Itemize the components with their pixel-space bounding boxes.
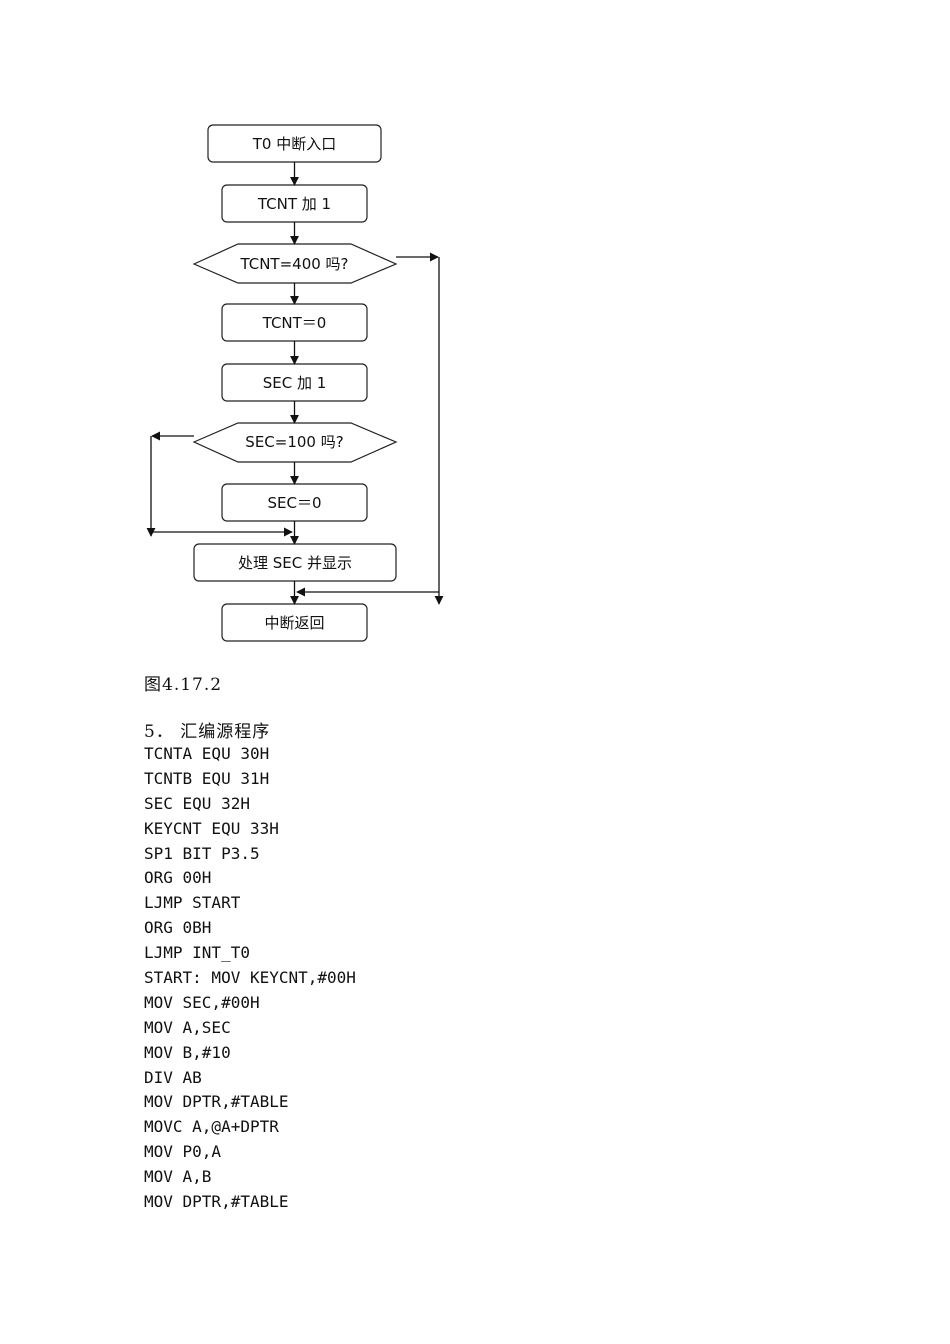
interrupt-flowchart: T0 中断入口 TCNT 加 1 TCNT=400 吗? TCNT＝0 SEC … — [146, 124, 444, 642]
node-inc-sec-label: SEC 加 1 — [263, 374, 327, 392]
assembly-code-listing: TCNTA EQU 30H TCNTB EQU 31H SEC EQU 32H … — [144, 742, 356, 1215]
code-line: TCNTA EQU 30H — [144, 744, 270, 763]
node-return-label: 中断返回 — [264, 614, 324, 632]
node-process: 处理 SEC 并显示 — [193, 543, 397, 582]
node-check-sec-label: SEC=100 吗? — [245, 433, 343, 451]
node-check-sec: SEC=100 吗? — [192, 422, 398, 463]
code-line: START: MOV KEYCNT,#00H — [144, 968, 356, 988]
code-line: MOV A,SEC — [144, 1017, 231, 1037]
code-line: MOV SEC,#00H — [144, 992, 260, 1012]
node-process-label: 处理 SEC 并显示 — [238, 554, 352, 572]
figure-caption: 图4.17.2 — [144, 675, 223, 695]
code-line: SEC EQU 32H — [144, 793, 250, 813]
node-inc-tcnt-label: TCNT 加 1 — [257, 195, 331, 213]
node-reset-sec: SEC＝0 — [221, 483, 368, 522]
code-line: MOVC A,@A+DPTR — [144, 1117, 279, 1137]
node-reset-sec-label: SEC＝0 — [267, 494, 321, 512]
code-line: LJMP INT_T0 — [144, 943, 250, 963]
code-line: MOV DPTR,#TABLE — [144, 1192, 289, 1212]
section-title: 5． 汇编源程序 — [144, 722, 271, 742]
edge-check-tcnt-bypass — [296, 252, 444, 605]
code-line: MOV A,B — [144, 1167, 212, 1187]
node-inc-sec: SEC 加 1 — [221, 363, 368, 402]
node-check-tcnt: TCNT=400 吗? — [192, 243, 398, 284]
node-return: 中断返回 — [221, 603, 368, 642]
code-line: MOV P0,A — [144, 1142, 222, 1162]
node-entry-label: T0 中断入口 — [252, 135, 336, 153]
code-line: ORG 0BH — [144, 918, 212, 938]
node-reset-tcnt-label: TCNT＝0 — [262, 314, 327, 332]
node-inc-tcnt: TCNT 加 1 — [221, 184, 368, 223]
node-reset-tcnt: TCNT＝0 — [221, 303, 368, 342]
code-line: LJMP START — [144, 893, 241, 913]
code-line: TCNTB EQU 31H — [144, 768, 270, 788]
edge-check-sec-bypass — [146, 431, 293, 537]
code-line: KEYCNT EQU 33H — [144, 818, 279, 838]
code-line: DIV AB — [144, 1067, 202, 1087]
code-line: SP1 BIT P3.5 — [144, 843, 260, 863]
code-line: ORG 00H — [144, 868, 212, 888]
code-line: MOV B,#10 — [144, 1042, 231, 1062]
node-entry: T0 中断入口 — [207, 124, 382, 163]
code-line: MOV DPTR,#TABLE — [144, 1092, 289, 1112]
node-check-tcnt-label: TCNT=400 吗? — [239, 255, 348, 273]
